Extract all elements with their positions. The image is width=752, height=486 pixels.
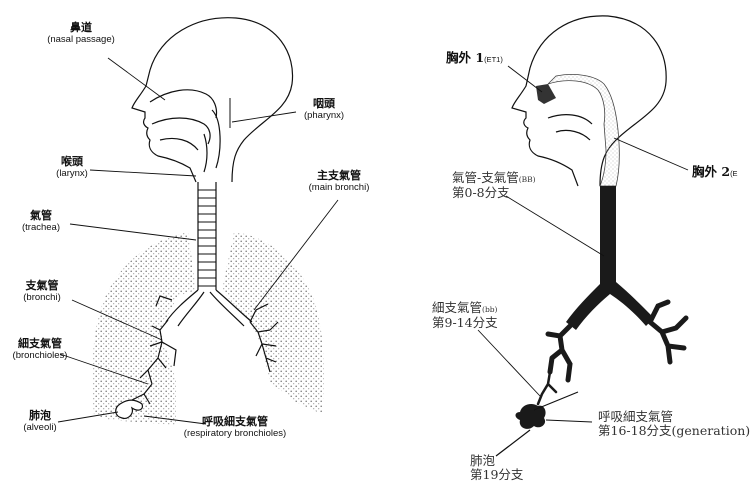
leader-alveoli-right (496, 430, 530, 456)
et1-sub: (ET1) (484, 55, 503, 64)
left-nasal-cavity (150, 90, 217, 150)
label-nasal-passage: 鼻道 (nasal passage) (46, 22, 116, 46)
label-larynx: 喉頭 (larynx) (52, 156, 92, 180)
left-lung-stipple (92, 232, 196, 425)
left-respiratory-diagram (58, 18, 338, 425)
larynx-en: (larynx) (52, 169, 92, 180)
label-bb-small: 細支氣管(bb) 第9-14分支 (432, 298, 498, 331)
label-resp-bronchioles-right: 呼吸細支氣管 第16-18分支(generation) (598, 410, 750, 439)
main-bronchi-zh: 主支氣管 (302, 170, 376, 183)
label-trachea: 氣管 (trachea) (14, 210, 68, 234)
bronchi-zh: 支氣管 (14, 280, 70, 293)
resp-bronchioles-en: (respiratory bronchioles) (160, 429, 310, 440)
nasal-zh: 鼻道 (46, 22, 116, 35)
trachea-zh: 氣管 (14, 210, 68, 223)
bb-sub: (BB) (519, 175, 536, 184)
leader-et2 (614, 138, 688, 170)
label-respiratory-bronchioles: 呼吸細支氣管 (respiratory bronchioles) (160, 416, 310, 440)
leader-nasal (108, 58, 165, 100)
label-bronchioles: 細支氣管 (bronchioles) (8, 338, 72, 362)
bb-line1: 氣管-支氣管 (452, 170, 519, 185)
leader-larynx (90, 170, 196, 176)
label-pharynx: 咽頭 (pharynx) (296, 98, 352, 122)
alveoli-right-line2: 第19分支 (470, 468, 523, 482)
label-alveoli: 肺泡 (alveoli) (20, 410, 60, 434)
resp-bronchioles-zh: 呼吸細支氣管 (160, 416, 310, 429)
right-bronchi-dark (548, 302, 686, 380)
alveoli-zh: 肺泡 (20, 410, 60, 423)
et2-sub: (E (730, 169, 738, 178)
bronchi-en: (bronchi) (14, 293, 70, 304)
leader-trachea (70, 224, 196, 240)
left-pharynx (204, 110, 220, 172)
bb-small-line1: 細支氣管 (432, 300, 482, 315)
pharynx-zh: 咽頭 (296, 98, 352, 111)
resp-right-line1: 呼吸細支氣管 (598, 410, 750, 424)
bronchioles-en: (bronchioles) (8, 351, 72, 362)
bb-small-line2: 第9-14分支 (432, 316, 498, 330)
leader-resp (546, 420, 592, 422)
leader-pharynx (232, 112, 296, 122)
main-bronchi-en: (main bronchi) (302, 183, 376, 194)
et1-dark-region (536, 84, 556, 104)
leader-bb (506, 196, 604, 256)
label-alveoli-right: 肺泡 第19分支 (470, 454, 523, 483)
right-oral-cavity (548, 115, 592, 140)
et2-shaded-region (548, 74, 619, 186)
left-trachea (198, 182, 216, 290)
right-head-outline (512, 16, 666, 186)
bronchioles-zh: 細支氣管 (8, 338, 72, 351)
bb-small-sub: (bb) (482, 305, 497, 314)
larynx-zh: 喉頭 (52, 156, 92, 169)
label-main-bronchi: 主支氣管 (main bronchi) (302, 170, 376, 194)
alveoli-right-line1: 肺泡 (470, 454, 523, 468)
right-respiratory-diagram (478, 16, 688, 456)
leader-bb-small (478, 330, 540, 396)
right-trachea-dark (566, 186, 654, 330)
nasal-en: (nasal passage) (46, 35, 116, 46)
label-bb: 氣管-支氣管(BB) 第0-8分支 (452, 168, 536, 201)
right-lung-stipple (222, 232, 324, 414)
trachea-en: (trachea) (14, 223, 68, 234)
bb-line2: 第0-8分支 (452, 186, 536, 200)
label-bronchi: 支氣管 (bronchi) (14, 280, 70, 304)
pharynx-en: (pharynx) (296, 111, 352, 122)
et2-text: 胸外 2 (692, 164, 730, 179)
label-et2: 胸外 2(E (692, 162, 738, 180)
right-bronchioles-thin (538, 372, 556, 404)
alveoli-en: (alveoli) (20, 423, 60, 434)
resp-right-line2: 第16-18分支(generation) (598, 424, 750, 438)
label-et1: 胸外 1(ET1) (446, 48, 503, 66)
et1-text: 胸外 1 (446, 50, 484, 65)
